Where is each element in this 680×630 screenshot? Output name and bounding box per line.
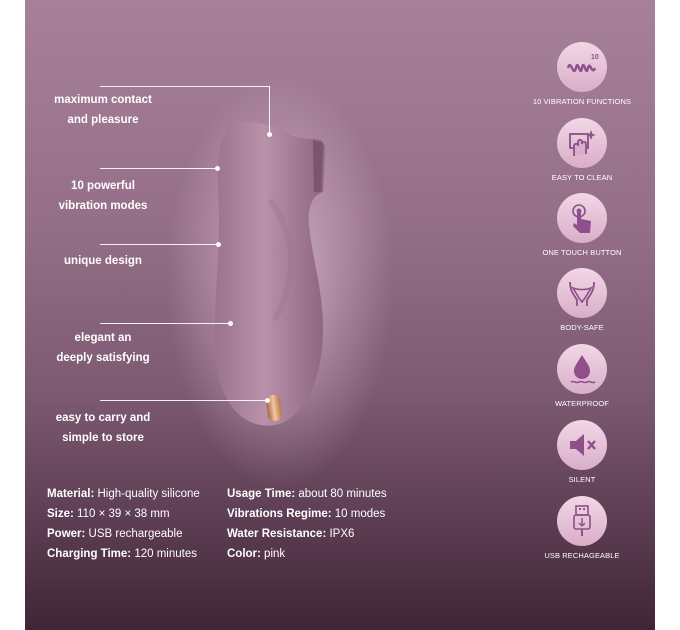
device-body (214, 121, 325, 426)
water-drop-icon (570, 355, 596, 384)
usb-cable-icon (573, 505, 591, 536)
mute-speaker-icon (570, 434, 596, 456)
spec-material: Material: High-quality silicone (47, 488, 200, 500)
spec-charging: Charging Time: 120 minutes (47, 548, 197, 560)
feature-body: BODY-SAFE (522, 268, 642, 332)
vibration-icon: 10 (566, 54, 599, 73)
svg-text:10: 10 (591, 54, 599, 61)
spec-power: Power: USB rechargeable (47, 528, 183, 540)
feature-usb: USB RECHAGEABLE (522, 496, 642, 560)
feature-touch: ONE TOUCH BUTTON (522, 193, 642, 257)
gold-button (266, 394, 282, 422)
feature-vibration: 10 10 VIBRATION FUNCTIONS (522, 42, 642, 106)
spec-color: Color: pink (227, 548, 286, 560)
feature-silent: SILENT (522, 420, 642, 484)
spec-regime: Vibrations Regime: 10 modes (227, 508, 386, 520)
device-illustration (214, 121, 325, 426)
feature-clean: EASY TO CLEAN (522, 118, 642, 182)
feature-waterproof: WATERPROOF (522, 344, 642, 408)
touch-button-icon (572, 204, 591, 233)
callout-design: unique design (64, 255, 142, 267)
spec-size: Size: 110 × 39 × 38 mm (47, 508, 170, 520)
hand-sparkle-icon (569, 130, 596, 156)
spec-water: Water Resistance: IPX6 (227, 528, 355, 540)
body-icon (569, 281, 595, 306)
spec-usage: Usage Time: about 80 minutes (227, 488, 387, 500)
